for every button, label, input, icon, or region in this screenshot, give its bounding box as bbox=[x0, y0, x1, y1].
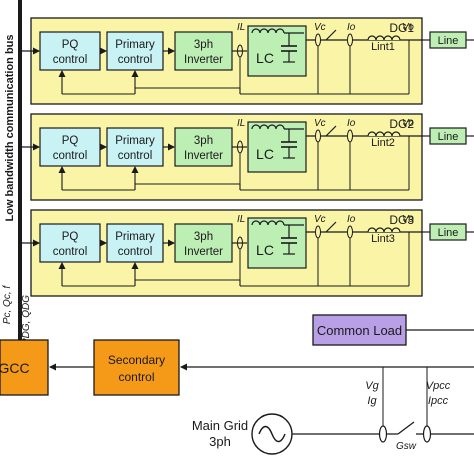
secondary-control-block bbox=[93, 339, 180, 396]
il-label: IL bbox=[237, 214, 245, 225]
inverter-label-line2: Inverter bbox=[184, 246, 223, 258]
vc-sensor-icon bbox=[315, 225, 321, 239]
grid-switch-gap bbox=[398, 428, 416, 440]
vpcc-label: Vpcc bbox=[426, 380, 451, 392]
lint-inductor-icon bbox=[367, 35, 401, 41]
communication-bus-label: Low bandwidth communication bus bbox=[4, 35, 16, 222]
primary-block bbox=[106, 223, 164, 263]
il-label: IL bbox=[237, 118, 245, 129]
lint-label: Lint2 bbox=[371, 137, 395, 149]
vo-label: Vo bbox=[402, 118, 414, 129]
vg-label: Vg bbox=[365, 380, 379, 392]
inverter-label-line1: 3ph bbox=[194, 39, 213, 51]
primary-label-line2: control bbox=[118, 246, 153, 258]
lint-inductor-icon bbox=[367, 131, 401, 137]
pq-block bbox=[39, 223, 101, 263]
vc-label: Vc bbox=[314, 118, 326, 129]
primary-label-line1: Primary bbox=[115, 39, 155, 51]
grid-ct-right bbox=[422, 425, 432, 443]
io-sensor-icon bbox=[347, 225, 353, 239]
gcc-block bbox=[0, 339, 49, 396]
grid-ct-left bbox=[378, 425, 388, 443]
dg-breaker-icon bbox=[325, 221, 337, 233]
pq-label-line2: control bbox=[53, 246, 88, 258]
io-label: Io bbox=[347, 22, 356, 33]
primary-label-line2: control bbox=[118, 150, 153, 162]
io-sensor-icon bbox=[347, 33, 353, 47]
inverter-label-line1: 3ph bbox=[194, 231, 213, 243]
lc-label: LC bbox=[256, 50, 274, 66]
dg-breaker-icon bbox=[325, 29, 337, 41]
il-label: IL bbox=[237, 22, 245, 33]
line-label: Line bbox=[438, 131, 459, 143]
pq-label-line2: control bbox=[53, 54, 88, 66]
primary-block bbox=[106, 127, 164, 167]
ipcc-label: Ipcc bbox=[428, 395, 449, 407]
primary-block bbox=[106, 31, 164, 71]
lint-label: Lint3 bbox=[371, 233, 395, 245]
pq-label-line1: PQ bbox=[62, 39, 79, 51]
lc-inductor-icon bbox=[251, 28, 285, 34]
sine-wave-icon bbox=[258, 425, 286, 443]
dg-name-label: DG1 bbox=[389, 21, 414, 35]
common-load-label: Common Load bbox=[317, 323, 402, 338]
pq-block bbox=[39, 31, 101, 71]
pq-label-line1: PQ bbox=[62, 135, 79, 147]
lc-inductor-icon bbox=[251, 124, 285, 130]
lint-inductor-icon bbox=[367, 227, 401, 233]
pq-label-line1: PQ bbox=[62, 231, 79, 243]
primary-label-line1: Primary bbox=[115, 135, 155, 147]
vc-label: Vc bbox=[314, 22, 326, 33]
inverter-block bbox=[174, 31, 233, 71]
line-label: Line bbox=[438, 35, 459, 47]
vo-label: Vo bbox=[402, 214, 414, 225]
main-grid-label-line2: 3ph bbox=[209, 434, 231, 449]
lc-inductor-icon bbox=[251, 220, 285, 226]
io-label: Io bbox=[347, 118, 356, 129]
dg-breaker-icon bbox=[325, 125, 337, 137]
pq-label-line2: control bbox=[53, 150, 88, 162]
primary-label-line2: control bbox=[118, 54, 153, 66]
lc-label: LC bbox=[256, 146, 274, 162]
inverter-block bbox=[174, 127, 233, 167]
pq-block bbox=[39, 127, 101, 167]
io-label: Io bbox=[347, 214, 356, 225]
bus-left-signals: Pc, Qc, f bbox=[2, 285, 13, 325]
grid-switch bbox=[397, 421, 415, 435]
main-grid-label-line1: Main Grid bbox=[192, 418, 248, 433]
ig-label: Ig bbox=[367, 395, 377, 407]
gsw-label: Gsw bbox=[396, 441, 417, 452]
vc-sensor-icon bbox=[315, 129, 321, 143]
inverter-label-line2: Inverter bbox=[184, 150, 223, 162]
inverter-label-line2: Inverter bbox=[184, 54, 223, 66]
lint-label: Lint1 bbox=[371, 41, 395, 53]
lc-label: LC bbox=[256, 242, 274, 258]
dg-name-label: DG3 bbox=[389, 213, 414, 227]
gcc-label: GCC bbox=[0, 360, 30, 376]
secondary-control-label-line2: control bbox=[118, 370, 154, 384]
line-label: Line bbox=[438, 227, 459, 239]
vo-label: Vo bbox=[402, 22, 414, 33]
bus-right-signals: PDG, QDG bbox=[21, 295, 32, 345]
vc-label: Vc bbox=[314, 214, 326, 225]
inverter-label-line1: 3ph bbox=[194, 135, 213, 147]
common-load-block bbox=[312, 314, 407, 346]
dg-name-label: DG2 bbox=[389, 117, 414, 131]
vc-sensor-icon bbox=[315, 33, 321, 47]
primary-label-line1: Primary bbox=[115, 231, 155, 243]
io-sensor-icon bbox=[347, 129, 353, 143]
secondary-control-label-line1: Secondary bbox=[108, 353, 165, 367]
